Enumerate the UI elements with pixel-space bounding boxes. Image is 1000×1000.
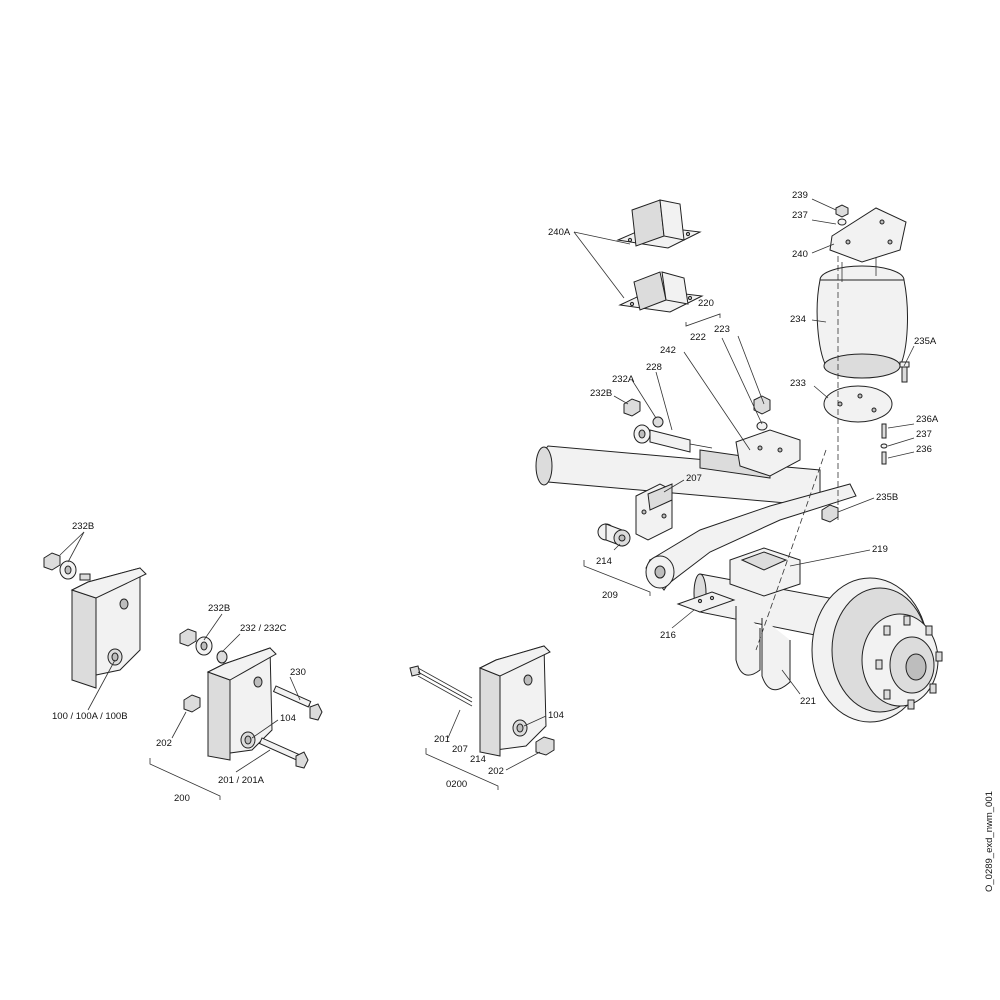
trailing-arm-209 <box>645 483 857 591</box>
label-104-b: 104 <box>548 710 564 721</box>
group-220 <box>685 313 721 327</box>
label-239: 239 <box>792 190 808 201</box>
axle-seat-219 <box>729 547 801 597</box>
label-232B-b: 232B <box>208 603 230 614</box>
label-230: 230 <box>290 667 306 678</box>
stud-left <box>79 573 91 581</box>
label-207-c: 207 <box>686 473 702 484</box>
label-220: 220 <box>698 298 714 309</box>
bushing-left-hole <box>64 565 72 575</box>
label-202-a: 202 <box>156 738 172 749</box>
shock-absorber-228 <box>623 398 691 453</box>
bracket-240A-lower <box>618 271 704 313</box>
drawing-id: O_0289_exd_nwm_001 <box>984 791 995 892</box>
label-233: 233 <box>790 378 806 389</box>
bracket-assembly-100: 232B 100 / 100A / 100B <box>43 521 147 722</box>
label-209: 209 <box>602 590 618 601</box>
label-207-b: 207 <box>452 744 468 755</box>
axle-beam <box>535 445 821 507</box>
bracket-assembly-200: 232B 232 / 232C 230 104 202 201 / 201A 2… <box>149 603 323 804</box>
air-spring-234 <box>816 258 908 379</box>
nut-232B-mid <box>179 628 197 647</box>
plate-216 <box>676 591 736 613</box>
label-214-c: 214 <box>596 556 612 567</box>
wheel-studs <box>875 615 943 710</box>
label-223: 223 <box>714 324 730 335</box>
bracket-200-top <box>206 647 277 681</box>
nut-202-left <box>183 694 201 713</box>
bracket-0200-upper-hole <box>523 674 533 686</box>
bracket-240A-upper <box>616 199 702 249</box>
nut-232B-right <box>623 398 641 417</box>
nut-202-mid <box>535 736 555 756</box>
bracket-100-top <box>70 567 147 599</box>
label-201: 201 <box>434 734 450 745</box>
bracket-100-upper-hole <box>119 598 129 610</box>
label-219: 219 <box>872 544 888 555</box>
bracket-200-upper-hole <box>253 676 263 688</box>
label-100: 100 / 100A / 100B <box>52 711 128 722</box>
washer-232 <box>216 650 228 664</box>
bushing-mid-hole <box>200 641 208 651</box>
label-237-b: 237 <box>916 429 932 440</box>
nut-232B-left <box>43 552 61 571</box>
label-201a: 201 / 201A <box>218 775 265 786</box>
bracket-100-eye-hole <box>111 652 119 662</box>
bracket-0200-top <box>478 645 551 677</box>
bolt-230-head <box>309 703 323 721</box>
bolt-201A-head <box>295 751 309 769</box>
bracket-200-side <box>207 671 231 761</box>
label-240A: 240A <box>548 227 571 238</box>
label-104-a: 104 <box>280 713 296 724</box>
label-228: 228 <box>646 362 662 373</box>
bolt-201 <box>409 665 473 707</box>
label-236: 236 <box>916 444 932 455</box>
bracket-0200-eye-hole <box>516 723 524 733</box>
group-bracket-0200 <box>425 748 499 790</box>
label-232B-c: 232B <box>590 388 612 399</box>
nut-235B <box>821 504 839 523</box>
label-0200: 0200 <box>446 779 467 790</box>
mount-plate-220 <box>735 429 801 477</box>
centerline-axle <box>755 449 827 651</box>
bracket-207 <box>635 483 673 541</box>
label-236A: 236A <box>916 414 939 425</box>
bracket-200-eye-hole <box>244 735 252 745</box>
label-232B-a: 232B <box>72 521 94 532</box>
label-240: 240 <box>792 249 808 260</box>
label-237-a: 237 <box>792 210 808 221</box>
base-plate-233 <box>823 385 893 423</box>
bolt-201A-shank <box>258 737 302 762</box>
label-202-b: 202 <box>488 766 504 777</box>
label-216: 216 <box>660 630 676 641</box>
group-bracket-200 <box>149 758 221 800</box>
nut-239 <box>835 204 849 226</box>
bracket-100-side <box>71 589 97 689</box>
top-plate-240 <box>829 207 907 263</box>
nut-223 <box>753 395 771 431</box>
bracket-assembly-0200: 104 201 207 214 202 0200 <box>409 645 564 790</box>
label-222: 222 <box>690 332 706 343</box>
label-221: 221 <box>800 696 816 707</box>
axle-air-suspension-assembly: 240A <box>535 190 943 723</box>
label-234: 234 <box>790 314 806 325</box>
label-235A: 235A <box>914 336 937 347</box>
label-232A: 232A <box>612 374 635 385</box>
label-214-b: 214 <box>470 754 486 765</box>
label-235B: 235B <box>876 492 898 503</box>
label-200: 200 <box>174 793 190 804</box>
bolt-230-shank <box>272 685 312 708</box>
label-242: 242 <box>660 345 676 356</box>
bolts-236 <box>880 423 888 465</box>
bushing-214 <box>597 523 631 547</box>
label-232: 232 / 232C <box>240 623 287 634</box>
bracket-0200-side <box>479 667 501 757</box>
group-209 <box>583 560 651 596</box>
brake-drum-hub <box>811 577 943 723</box>
